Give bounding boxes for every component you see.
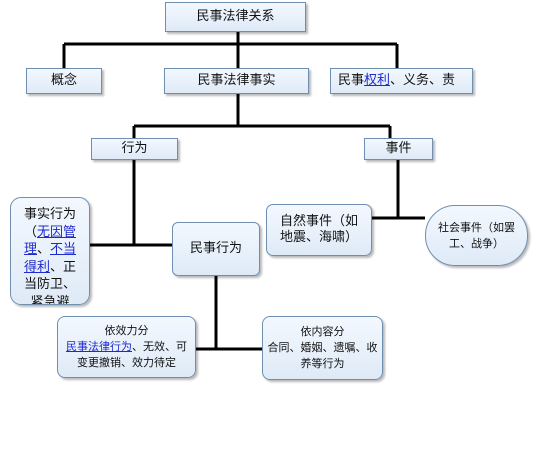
legal-fact-label: 民事法律事实 [197, 73, 276, 88]
unjust-enrichment-link[interactable]: 不当得利 [23, 242, 77, 275]
concept-label: 概念 [50, 73, 77, 88]
civil-act-node: 民事行为 [172, 222, 260, 276]
factual-act-label: 事实行为（无因管理、不当得利、正当防卫、紧急避险……） [23, 207, 77, 305]
factual-act-node: 事实行为（无因管理、不当得利、正当防卫、紧急避险……） [10, 197, 90, 305]
root-node: 民事法律关系 [165, 2, 306, 32]
social-event-node: 社会事件（如罢工、战争） [425, 205, 528, 266]
negotiorum-gestio-link[interactable]: 无因管理 [23, 224, 77, 258]
event-label: 事件 [385, 141, 412, 156]
by-content-label: 依内容分合同、婚姻、遗嘱、收养等行为 [267, 325, 378, 370]
rights-obligations-node: 民事权利、义务、责 [330, 68, 473, 94]
natural-event-label: 自然事件（如地震、海啸） [279, 214, 358, 245]
rights-obligations-label: 民事权利、义务、责 [338, 73, 456, 88]
concept-node: 概念 [26, 68, 102, 94]
civil-juristic-act-link[interactable]: 民事法律行为 [66, 340, 132, 353]
social-event-label: 社会事件（如罢工、战争） [438, 220, 515, 250]
natural-event-node: 自然事件（如地震、海啸） [266, 204, 372, 256]
event-node: 事件 [364, 138, 433, 160]
by-content-node: 依内容分合同、婚姻、遗嘱、收养等行为 [262, 316, 383, 380]
behavior-label: 行为 [121, 141, 148, 156]
root-label: 民事法律关系 [196, 9, 275, 24]
behavior-node: 行为 [91, 138, 178, 160]
civil-act-label: 民事行为 [189, 241, 242, 256]
legal-fact-node: 民事法律事实 [164, 68, 309, 94]
rights-link[interactable]: 权利 [364, 73, 391, 88]
by-effect-node: 依效力分民事法律行为、无效、可变更撤销、效力待定 [57, 316, 196, 378]
by-effect-label: 依效力分民事法律行为、无效、可变更撤销、效力待定 [66, 324, 187, 369]
